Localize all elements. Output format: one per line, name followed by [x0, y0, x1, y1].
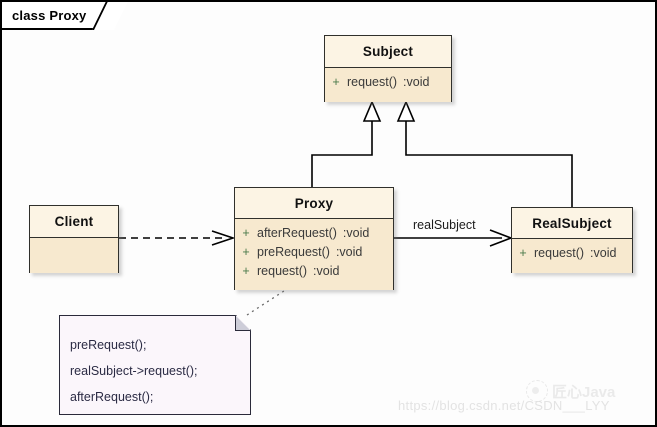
- member-name: request(): [534, 245, 585, 260]
- member-visibility: +: [242, 263, 250, 278]
- member-row: + request() :void: [235, 261, 393, 280]
- frame-label: class Proxy: [2, 2, 129, 30]
- association-proxy-realsubject: [394, 229, 514, 247]
- logo-circle-icon: [526, 380, 548, 402]
- association-label: realSubject: [413, 218, 476, 232]
- member-visibility: +: [242, 244, 250, 259]
- member-type: :void: [335, 244, 363, 259]
- class-header-realsubject: RealSubject: [512, 208, 632, 239]
- member-row: + preRequest() :void: [235, 242, 393, 261]
- member-name: request(): [347, 74, 398, 89]
- member-visibility: +: [332, 74, 340, 89]
- class-name-realsubject: RealSubject: [532, 215, 612, 231]
- class-header-proxy: Proxy: [235, 188, 393, 219]
- note-box[interactable]: preRequest(); realSubject->request(); af…: [59, 315, 251, 415]
- member-type: :void: [342, 225, 370, 240]
- frame-label-text: class Proxy: [12, 7, 87, 23]
- member-name: preRequest(): [257, 244, 330, 259]
- note-line: realSubject->request();: [70, 364, 198, 378]
- class-box-client[interactable]: Client: [29, 205, 119, 273]
- member-row: + request() :void: [512, 243, 632, 262]
- note-content: preRequest(); realSubject->request(); af…: [60, 316, 250, 410]
- class-box-realsubject[interactable]: RealSubject + request() :void: [511, 207, 633, 273]
- note-line: afterRequest();: [70, 390, 154, 404]
- member-type: :void: [590, 245, 617, 260]
- member-row: + afterRequest() :void: [235, 223, 393, 242]
- member-name: request(): [257, 263, 308, 278]
- logo-text: 匠心Java: [552, 383, 616, 401]
- class-box-subject[interactable]: Subject + request() :void: [324, 35, 452, 102]
- class-members-realsubject: + request() :void: [512, 239, 632, 273]
- class-box-proxy[interactable]: Proxy + afterRequest() :void + preReques…: [234, 187, 394, 290]
- watermark-url: https://blog.csdn.net/CSDN___LYY: [398, 398, 610, 413]
- member-type: :void: [403, 74, 430, 89]
- class-members-proxy: + afterRequest() :void + preRequest() :v…: [235, 219, 393, 290]
- class-members-subject: + request() :void: [325, 68, 451, 102]
- member-name: afterRequest(): [257, 225, 337, 240]
- member-row: + request() :void: [325, 72, 451, 91]
- member-visibility: +: [519, 245, 527, 260]
- class-members-client: [30, 238, 118, 273]
- class-name-proxy: Proxy: [294, 195, 334, 211]
- class-name-client: Client: [54, 214, 94, 229]
- member-type: :void: [313, 263, 340, 278]
- class-name-subject: Subject: [362, 44, 414, 59]
- watermark-logo: 匠心Java: [526, 380, 615, 402]
- class-header-subject: Subject: [325, 36, 451, 68]
- member-visibility: +: [242, 225, 250, 240]
- note-anchor-line: [246, 288, 288, 316]
- dependency-client-proxy: [119, 230, 236, 246]
- note-line: preRequest();: [70, 338, 147, 352]
- class-header-client: Client: [30, 206, 118, 238]
- generalization-realsubject-subject: [396, 99, 573, 207]
